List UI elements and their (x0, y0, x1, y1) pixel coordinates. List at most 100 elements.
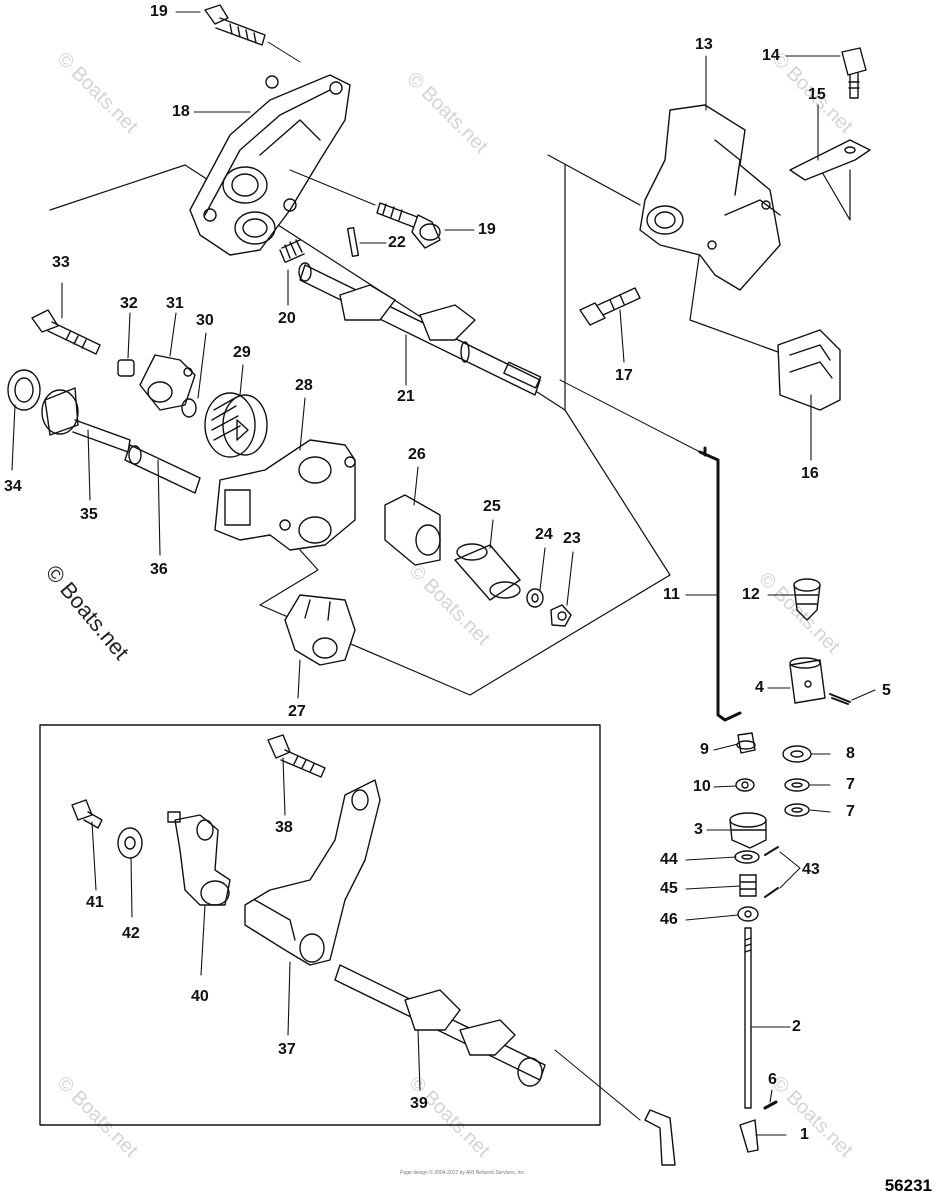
washer-24 (526, 588, 544, 608)
callout-19b: 19 (478, 221, 496, 238)
bushing-35 (41, 387, 131, 453)
part-27 (284, 594, 356, 666)
callout-34: 34 (4, 478, 22, 495)
diagram-id: 56231 (884, 1176, 932, 1195)
pin-43 (764, 846, 779, 898)
callout-38: 38 (275, 819, 293, 836)
pin-22 (346, 226, 360, 258)
callout-44: 44 (660, 851, 678, 868)
shaft-21 (298, 262, 542, 396)
callout-8: 8 (846, 745, 855, 762)
nut-23 (550, 604, 572, 627)
shaft-39 (334, 964, 546, 1087)
callout-12: 12 (742, 586, 760, 603)
callout-18: 18 (172, 103, 190, 120)
callout-46: 46 (660, 911, 678, 928)
callout-4: 4 (755, 679, 764, 696)
group-outline-right (547, 154, 641, 206)
sleeve-25 (454, 543, 521, 601)
callout-35: 35 (80, 506, 98, 523)
bolt-33 (31, 309, 101, 355)
bolt-19-mid (289, 169, 441, 249)
washer-8 (782, 745, 812, 763)
bracket-18 (189, 74, 351, 256)
plate-15-hole (844, 146, 856, 154)
setscrew-5 (829, 693, 851, 705)
callout-9: 9 (700, 741, 709, 758)
lever-31 (139, 354, 196, 411)
bolt-41 (71, 799, 103, 829)
callout-6: 6 (768, 1071, 777, 1088)
callout-3: 3 (694, 821, 703, 838)
lower-box (39, 724, 601, 1126)
rod-11 (559, 379, 742, 722)
callout-14: 14 (762, 47, 780, 64)
plate-15 (789, 139, 871, 181)
leader-43 (779, 851, 801, 889)
shaft-36 (124, 444, 201, 494)
bracket-13 (639, 104, 781, 291)
screw-17 (579, 287, 641, 326)
washer-30 (181, 398, 197, 418)
lever-37 (244, 779, 381, 966)
spring-45 (739, 874, 757, 897)
bolt-14 (841, 47, 867, 99)
copyright-footer: Page design © 2004-2017 by ARI Network S… (400, 1170, 526, 1176)
callout-39: 39 (410, 1095, 428, 1112)
callout-43: 43 (802, 861, 820, 878)
group-outline-right (689, 249, 801, 361)
callout-24: 24 (535, 526, 553, 543)
washer-42 (117, 827, 143, 859)
grommet-12 (793, 578, 821, 621)
pin-6 (763, 1100, 778, 1110)
callout-7b: 7 (846, 803, 855, 820)
bolt-38 (267, 734, 326, 778)
callout-11: 11 (663, 586, 680, 603)
callout-16: 16 (801, 465, 819, 482)
callout-1: 1 (800, 1126, 809, 1143)
screw-9 (736, 732, 756, 754)
bracket-28 (214, 439, 356, 551)
clip-1 (739, 1119, 759, 1153)
callout-28: 28 (295, 377, 313, 394)
washer-7b (784, 803, 810, 817)
cable-end (554, 1049, 676, 1166)
callout-29: 29 (233, 344, 251, 361)
callout-10: 10 (693, 778, 711, 795)
callout-45: 45 (660, 880, 678, 897)
callout-33: 33 (52, 254, 70, 271)
callout-17: 17 (615, 367, 633, 384)
cam-29 (204, 392, 268, 458)
callout-19a: 19 (150, 3, 168, 20)
coupler-26 (384, 494, 441, 566)
callout-13: 13 (695, 36, 713, 53)
barrel-4 (789, 657, 826, 704)
callout-32: 32 (120, 295, 138, 312)
callout-27: 27 (288, 703, 306, 720)
callout-22: 22 (388, 234, 406, 251)
callout-25: 25 (483, 498, 501, 515)
retainer-44 (734, 850, 760, 864)
nut-46 (737, 906, 759, 922)
callout-41: 41 (86, 894, 104, 911)
arm-40 (167, 811, 231, 906)
group-outline-right (814, 159, 851, 221)
callout-21: 21 (397, 388, 415, 405)
callout-5: 5 (882, 682, 891, 699)
callout-20: 20 (278, 310, 296, 327)
callout-26: 26 (408, 446, 426, 463)
callout-31: 31 (166, 295, 184, 312)
callout-37: 37 (278, 1041, 296, 1058)
nut-10 (735, 778, 755, 792)
washer-34 (7, 369, 41, 411)
group-outline-upper (49, 164, 671, 696)
washer-7a (784, 778, 810, 792)
leader-lines (11, 11, 876, 1136)
spring-20 (279, 239, 305, 263)
block-16 (777, 329, 841, 411)
callout-42: 42 (122, 925, 140, 942)
callout-15: 15 (808, 86, 826, 103)
bolt-19-top (204, 4, 301, 63)
